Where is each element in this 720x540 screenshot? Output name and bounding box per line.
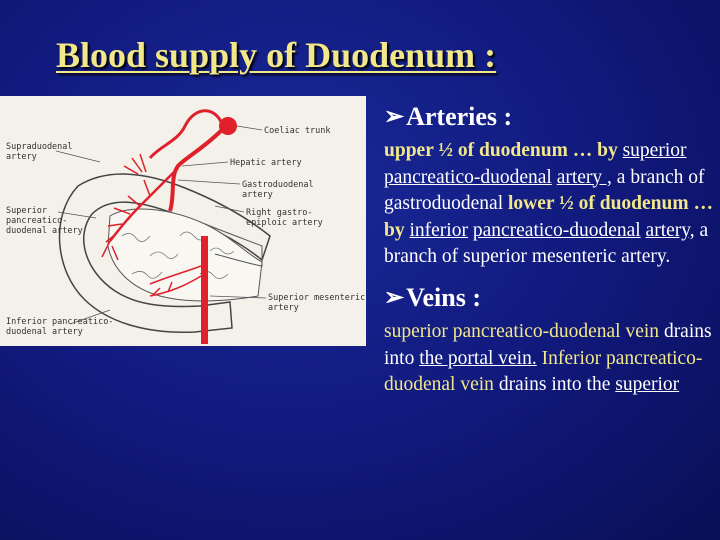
veins-drains-into: drains into [384, 320, 712, 369]
sup-panc-branches [101, 179, 151, 261]
arteries-duodenum-by: duodenum … by [384, 193, 713, 241]
arteries-gastroduodenal: gastroduodenal [384, 193, 504, 215]
arteries-of-duodenum: of duodenum … by [457, 140, 618, 161]
pancreas-body [204, 223, 263, 267]
label-gastroduodenal-1: Gastroduodenal [242, 180, 314, 190]
arteries-branch-sma: a branch of superior mesenteric artery. [384, 219, 709, 268]
arteries-inferior: inferior [409, 219, 468, 241]
arteries-branch-of: a branch of [616, 166, 705, 188]
veins-superior-2: superior [615, 374, 680, 396]
hepatic-artery [168, 128, 224, 212]
arteries-heading: ➢ Arteries : [384, 100, 714, 134]
veins-paragraph: superior pancreatico-duodenal vein drain… [384, 319, 714, 399]
label-leaders [55, 125, 267, 325]
veins-portal-vein: the portal vein. [419, 347, 537, 369]
label-sup-panc-2: pancreatico- [6, 216, 67, 226]
duodenum-outline [58, 173, 271, 333]
veins-drains-into-2: drains into the [498, 374, 611, 396]
label-inf-panc-1: Inferior pancreatico- [6, 317, 113, 327]
label-supraduodenal-1: Supraduodenal [6, 142, 73, 152]
veins-superior: superior pancreatico-duodenal vein [384, 320, 660, 342]
arteries-heading-text: Arteries : [406, 102, 513, 131]
arteries-inferior-panc: pancreatico-duodenal [472, 219, 641, 241]
slide-content: ➢ Arteries : upper ½ of duodenum … by su… [384, 100, 714, 409]
label-inf-panc-2: duodenal artery [6, 327, 83, 337]
coeliac-trunk-mark [219, 117, 237, 135]
arteries-paragraph: upper ½ of duodenum … by superior pancre… [384, 138, 714, 271]
label-supraduodenal-2: artery [6, 152, 37, 162]
arteries-upper-half: upper ½ [384, 140, 453, 161]
label-sup-mesenteric-1: Superior mesenteric [268, 293, 365, 303]
label-right-gastro-2: epiploic artery [246, 218, 323, 228]
arteries-artery-2: artery, [645, 219, 695, 241]
pancreas-lobules [121, 231, 235, 279]
superior-mesenteric-artery [201, 236, 208, 344]
supraduodenal-branches [123, 153, 147, 175]
arteries-superior-panc: superior pancreatico-duodenal [384, 140, 687, 188]
slide-title: Blood supply of Duodenum : [56, 35, 497, 75]
diagram-drawing: Coeliac trunk Hepatic artery Gastroduode… [6, 109, 365, 344]
label-gastroduodenal-2: artery [242, 190, 273, 200]
arteries-lower-half: lower ½ of [508, 193, 595, 215]
arrow-bullet-icon: ➢ [384, 284, 405, 311]
arrow-bullet-icon: ➢ [384, 104, 405, 130]
duodenum-blood-supply-diagram: Coeliac trunk Hepatic artery Gastroduode… [0, 96, 366, 346]
veins-heading: ➢ Veins : [384, 281, 714, 315]
label-sup-panc-3: duodenal artery [6, 226, 83, 236]
label-right-gastro-1: Right gastro- [246, 208, 313, 218]
inf-panc-branches [149, 265, 202, 297]
veins-inferior: Inferior pancreatico-duodenal vein [384, 347, 703, 396]
label-sup-panc-1: Superior [6, 206, 47, 216]
label-coeliac: Coeliac trunk [264, 126, 331, 136]
label-hepatic: Hepatic artery [230, 158, 302, 168]
arteries-artery-comma: artery , [556, 166, 612, 188]
coeliac-loop [148, 109, 224, 160]
pancreas-head [107, 208, 263, 302]
label-sup-mesenteric-2: artery [268, 303, 299, 313]
veins-heading-text: Veins : [406, 282, 481, 312]
